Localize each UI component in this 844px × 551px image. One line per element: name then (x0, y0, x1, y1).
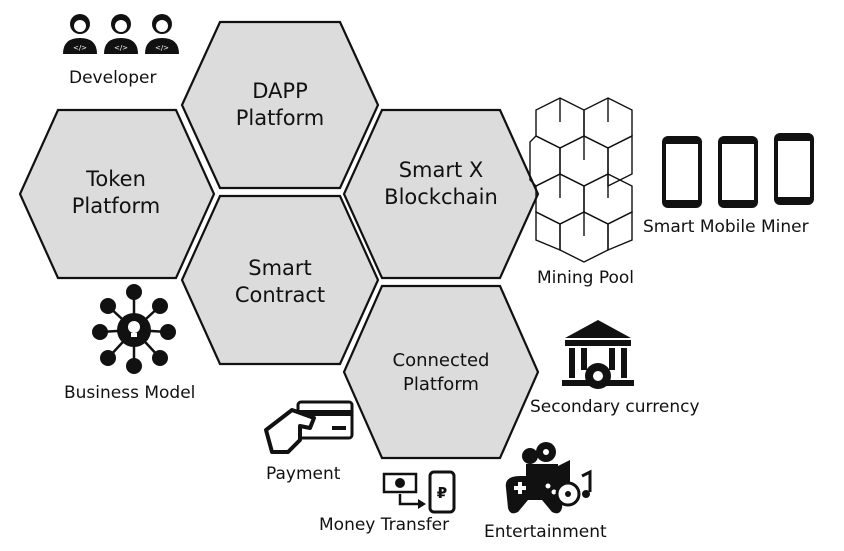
svg-text:</>: </> (73, 44, 87, 52)
mining-pool-label: Mining Pool (537, 268, 634, 288)
developer-label: Developer (69, 68, 156, 88)
mining-pool-icon (529, 97, 633, 263)
business-network-icon (92, 284, 176, 374)
business-model-label: Business Model (64, 383, 195, 403)
hex-token: Token Platform (18, 108, 216, 280)
developer-icon: </> </> </> (63, 14, 179, 54)
money-transfer-icon: ₽ (382, 470, 456, 514)
hex-token-line1: Token (85, 167, 146, 191)
hex-dapp-line2: Platform (236, 106, 325, 130)
hex-token-line2: Platform (72, 194, 161, 218)
svg-text:</>: </> (155, 44, 169, 52)
money-transfer-label: Money Transfer (319, 515, 449, 535)
hex-smartx: Smart X Blockchain (342, 108, 540, 280)
entertainment-icon (505, 442, 592, 514)
svg-text:</>: </> (114, 44, 128, 52)
hex-contract-line2: Contract (235, 283, 325, 307)
hex-connected: Connected Platform (342, 284, 540, 460)
hex-connected-line2: Platform (403, 374, 479, 395)
svg-text:₽: ₽ (437, 484, 447, 502)
smart-mobile-miner-label: Smart Mobile Miner (643, 217, 809, 237)
hex-dapp: DAPP Platform (180, 20, 380, 190)
hex-dapp-line1: DAPP (252, 79, 308, 103)
entertainment-label: Entertainment (484, 522, 607, 542)
hex-connected-line1: Connected (393, 350, 490, 371)
hex-contract: Smart Contract (180, 194, 380, 366)
bank-gear-icon (562, 320, 634, 389)
smartphone-icon (662, 133, 814, 208)
hex-contract-line1: Smart (248, 256, 312, 280)
payment-label: Payment (266, 464, 341, 484)
hex-smartx-line1: Smart X (399, 158, 484, 182)
secondary-currency-label: Secondary currency (530, 397, 700, 417)
hex-smartx-line2: Blockchain (384, 185, 498, 209)
card-payment-icon (264, 400, 354, 454)
